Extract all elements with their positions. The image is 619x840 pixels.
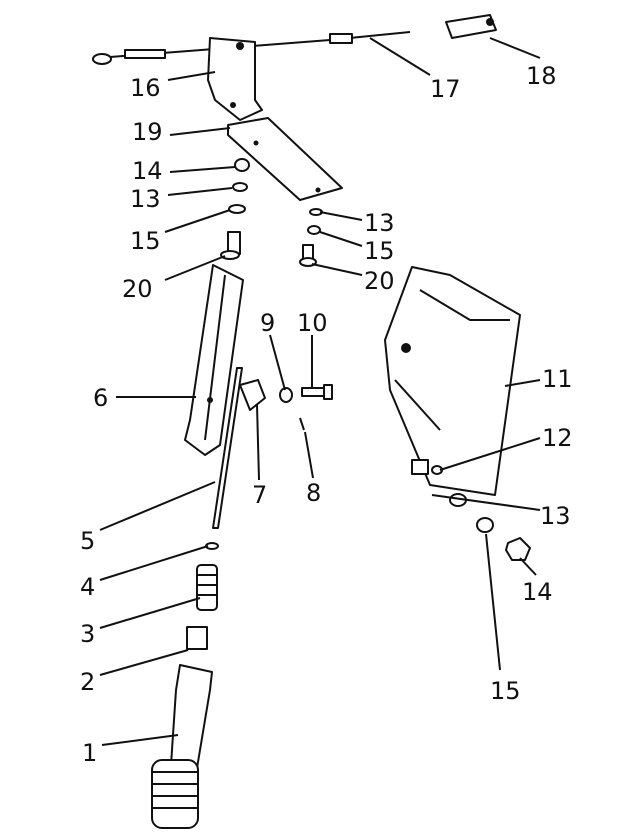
callout-20: 20 xyxy=(122,275,153,303)
right-hardware xyxy=(411,459,531,561)
callout-8: 8 xyxy=(306,479,321,507)
callout-13-lower: 13 xyxy=(540,502,571,530)
lower-stack xyxy=(151,542,219,829)
callout-11: 11 xyxy=(542,365,573,393)
callout-labels: 16 17 18 19 14 13 15 20 13 15 20 9 10 11… xyxy=(80,62,573,767)
callout-17: 17 xyxy=(430,75,461,103)
callout-15-lower: 15 xyxy=(490,677,521,705)
callout-6: 6 xyxy=(93,384,108,412)
callout-12: 12 xyxy=(542,424,573,452)
callout-15: 15 xyxy=(130,227,161,255)
small-hardware xyxy=(220,158,323,267)
callout-14: 14 xyxy=(132,157,163,185)
callout-1: 1 xyxy=(82,739,97,767)
part-16-bracket xyxy=(207,37,263,121)
callout-20-right: 20 xyxy=(364,267,395,295)
callout-15-right: 15 xyxy=(364,237,395,265)
part-18-clevis xyxy=(445,14,497,39)
callout-5: 5 xyxy=(80,527,95,555)
callout-13-right: 13 xyxy=(364,209,395,237)
callout-18: 18 xyxy=(526,62,557,90)
part-19-plate xyxy=(227,117,343,201)
callout-16: 16 xyxy=(130,74,161,102)
callout-2: 2 xyxy=(80,668,95,696)
callout-13: 13 xyxy=(130,185,161,213)
callout-3: 3 xyxy=(80,620,95,648)
callout-19: 19 xyxy=(132,118,163,146)
callout-9: 9 xyxy=(260,309,275,337)
part-6-arm xyxy=(184,264,244,456)
part-11-guard xyxy=(384,266,521,496)
callout-14-lower: 14 xyxy=(522,578,553,606)
part-5-rod xyxy=(212,367,243,529)
part-7 xyxy=(239,379,266,411)
callout-4: 4 xyxy=(80,573,95,601)
parts-9-10-8 xyxy=(279,384,333,431)
callout-10: 10 xyxy=(297,309,328,337)
leader-lines xyxy=(99,37,541,746)
part-17-cable xyxy=(92,31,411,65)
callout-7: 7 xyxy=(252,481,267,509)
